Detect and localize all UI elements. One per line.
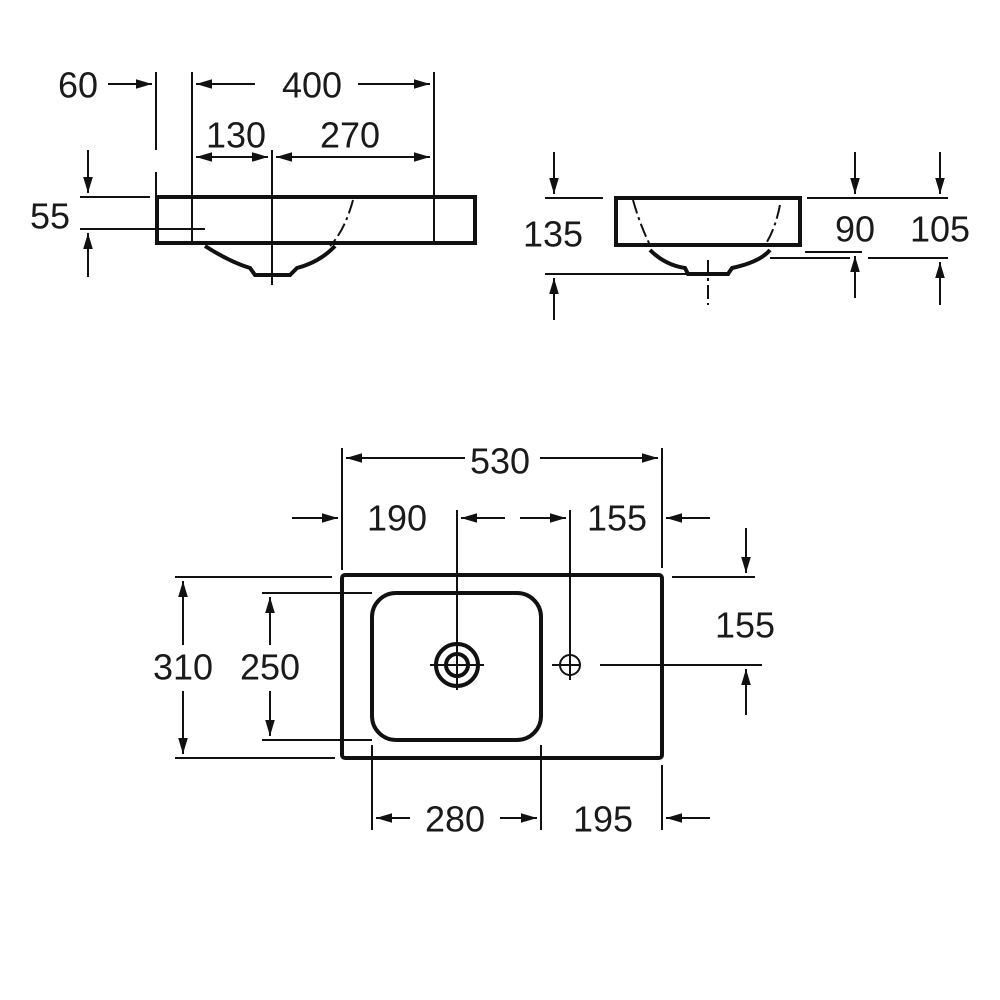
dim-155-top: 155 <box>587 498 647 539</box>
dim-195: 195 <box>573 799 633 840</box>
dim-310: 310 <box>153 647 213 688</box>
front-view: 60 400 130 270 55 <box>30 65 477 285</box>
label-background <box>150 645 290 691</box>
side-view: 135 90 105 <box>523 152 970 320</box>
top-dim-lines <box>175 448 762 830</box>
top-view: 530 190 155 155 310 250 280 195 <box>150 441 775 840</box>
dim-130: 130 <box>206 115 266 156</box>
dim-90: 90 <box>835 209 875 250</box>
dim-155-right: 155 <box>715 605 775 646</box>
dim-190: 190 <box>367 498 427 539</box>
side-dim-lines <box>545 197 948 275</box>
dim-105: 105 <box>910 209 970 250</box>
dim-55: 55 <box>30 196 70 237</box>
side-basin-outline <box>614 196 802 247</box>
dim-135: 135 <box>523 214 583 255</box>
dim-400: 400 <box>282 65 342 106</box>
dim-280: 280 <box>425 799 485 840</box>
front-bowl-hidden <box>329 199 354 247</box>
top-basin-outline <box>340 573 664 760</box>
side-bowl-hidden <box>632 199 781 305</box>
side-bowl-outline <box>648 248 772 276</box>
front-bowl-outline <box>203 244 337 277</box>
dim-60: 60 <box>58 65 98 106</box>
dim-530: 530 <box>470 441 530 482</box>
dim-250: 250 <box>240 647 300 688</box>
front-basin-outline <box>155 195 477 245</box>
front-dim-lines <box>80 72 435 285</box>
dim-270: 270 <box>320 115 380 156</box>
